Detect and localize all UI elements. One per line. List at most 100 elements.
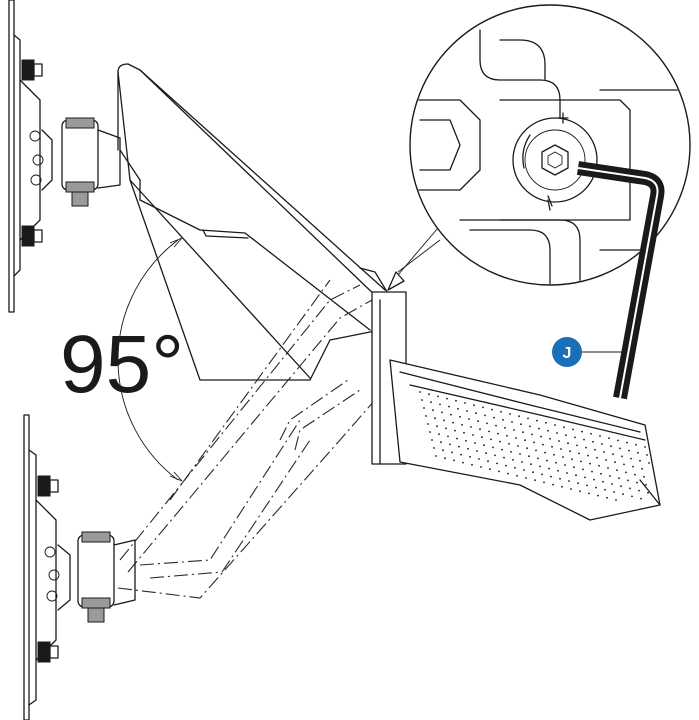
- lower-wall-plate: [23, 414, 136, 720]
- vent-dot: [543, 481, 545, 484]
- vent-dot: [472, 434, 474, 436]
- vent-dot: [488, 430, 490, 433]
- vent-dot: [435, 455, 437, 457]
- vent-dot: [486, 422, 488, 425]
- angle-indicator: 95°: [60, 237, 184, 482]
- vent-dot: [427, 423, 429, 425]
- vent-dot: [594, 448, 596, 451]
- vent-dot: [520, 423, 522, 426]
- vent-dot: [525, 477, 527, 479]
- vent-dot: [571, 458, 573, 461]
- vent-dot: [648, 462, 650, 464]
- vent-dot: [495, 424, 497, 427]
- vent-dot: [453, 459, 455, 462]
- vent-dot: [591, 470, 593, 473]
- vent-dot: [476, 450, 478, 452]
- vent-dot: [538, 427, 540, 430]
- vent-dot: [577, 482, 579, 485]
- vent-dot: [636, 481, 638, 484]
- vent-dot: [567, 442, 569, 445]
- vent-dot: [582, 468, 584, 471]
- vent-dot: [493, 416, 495, 419]
- vent-dot: [500, 410, 502, 413]
- vent-dot: [587, 454, 589, 457]
- vent-dot: [446, 397, 448, 400]
- vent-dot: [609, 475, 611, 477]
- vent-dot: [568, 480, 570, 482]
- vent-dot: [457, 407, 459, 410]
- vent-dot: [620, 485, 622, 488]
- vent-dot: [569, 450, 571, 453]
- vent-dot: [586, 484, 588, 487]
- vent-dot: [470, 426, 472, 428]
- vent-dot: [462, 461, 464, 464]
- vent-dot: [570, 488, 572, 490]
- vent-dot: [635, 443, 637, 446]
- vent-dot: [627, 479, 629, 482]
- vent-dot: [621, 455, 623, 458]
- vent-dot: [467, 447, 469, 450]
- vent-dot: [601, 443, 603, 445]
- vent-dot: [456, 437, 458, 440]
- vent-dot: [517, 445, 519, 447]
- vent-dot: [576, 444, 578, 447]
- vent-dot: [539, 465, 541, 468]
- vent-dot: [647, 491, 649, 494]
- minus-sign-icon: [547, 195, 553, 207]
- vent-dot: [589, 462, 591, 465]
- vent-dot: [646, 454, 648, 456]
- vent-dot: [640, 497, 642, 500]
- vent-dot: [496, 462, 498, 465]
- vent-dot: [595, 486, 597, 489]
- vent-dot: [547, 429, 549, 432]
- vent-dot: [645, 483, 647, 486]
- vent-dot: [504, 426, 506, 429]
- vent-dot: [579, 490, 581, 493]
- vent-dot: [580, 460, 582, 463]
- vent-dot: [617, 439, 619, 442]
- vent-dot: [463, 431, 465, 434]
- vent-dot: [508, 442, 510, 445]
- vent-dot: [440, 441, 442, 444]
- callout-letter: J: [563, 345, 572, 362]
- vent-dot: [452, 421, 454, 424]
- vent-dot: [507, 472, 509, 475]
- vent-dot: [528, 455, 530, 458]
- callout-badge-j: J: [552, 337, 582, 367]
- vent-dot: [644, 446, 646, 448]
- vent-dot: [550, 475, 552, 478]
- vent-dot: [509, 413, 511, 415]
- upper-wall-plate: [8, 0, 121, 313]
- vent-dot: [516, 474, 518, 477]
- vent-dot: [429, 431, 431, 433]
- vent-dot: [461, 423, 463, 426]
- vent-dot: [489, 468, 491, 471]
- vent-dot: [521, 461, 523, 463]
- vent-dot: [578, 452, 580, 455]
- vent-dot: [519, 453, 521, 455]
- vent-dot: [533, 441, 535, 444]
- vent-dot: [441, 411, 443, 414]
- vent-dot: [492, 446, 494, 449]
- vent-dot: [514, 466, 516, 469]
- vent-dot: [473, 404, 475, 407]
- vent-dot: [466, 410, 468, 412]
- vent-dot: [629, 487, 631, 490]
- vent-dot: [559, 477, 561, 480]
- vent-dot: [421, 399, 423, 401]
- vent-dot: [474, 442, 476, 444]
- vent-dot: [482, 406, 484, 409]
- vent-dot: [637, 451, 639, 454]
- vent-dot: [450, 413, 452, 416]
- vent-dot: [558, 440, 560, 442]
- vent-dot: [632, 465, 634, 468]
- vent-dot: [603, 451, 605, 453]
- vent-dot: [592, 440, 594, 443]
- vent-dot: [616, 469, 618, 472]
- vent-dot: [607, 467, 609, 469]
- vent-dot: [557, 469, 559, 472]
- zoomed-detail: [409, 4, 691, 286]
- vent-dot: [623, 463, 625, 466]
- vent-dot: [560, 448, 562, 450]
- vent-dot: [561, 485, 563, 488]
